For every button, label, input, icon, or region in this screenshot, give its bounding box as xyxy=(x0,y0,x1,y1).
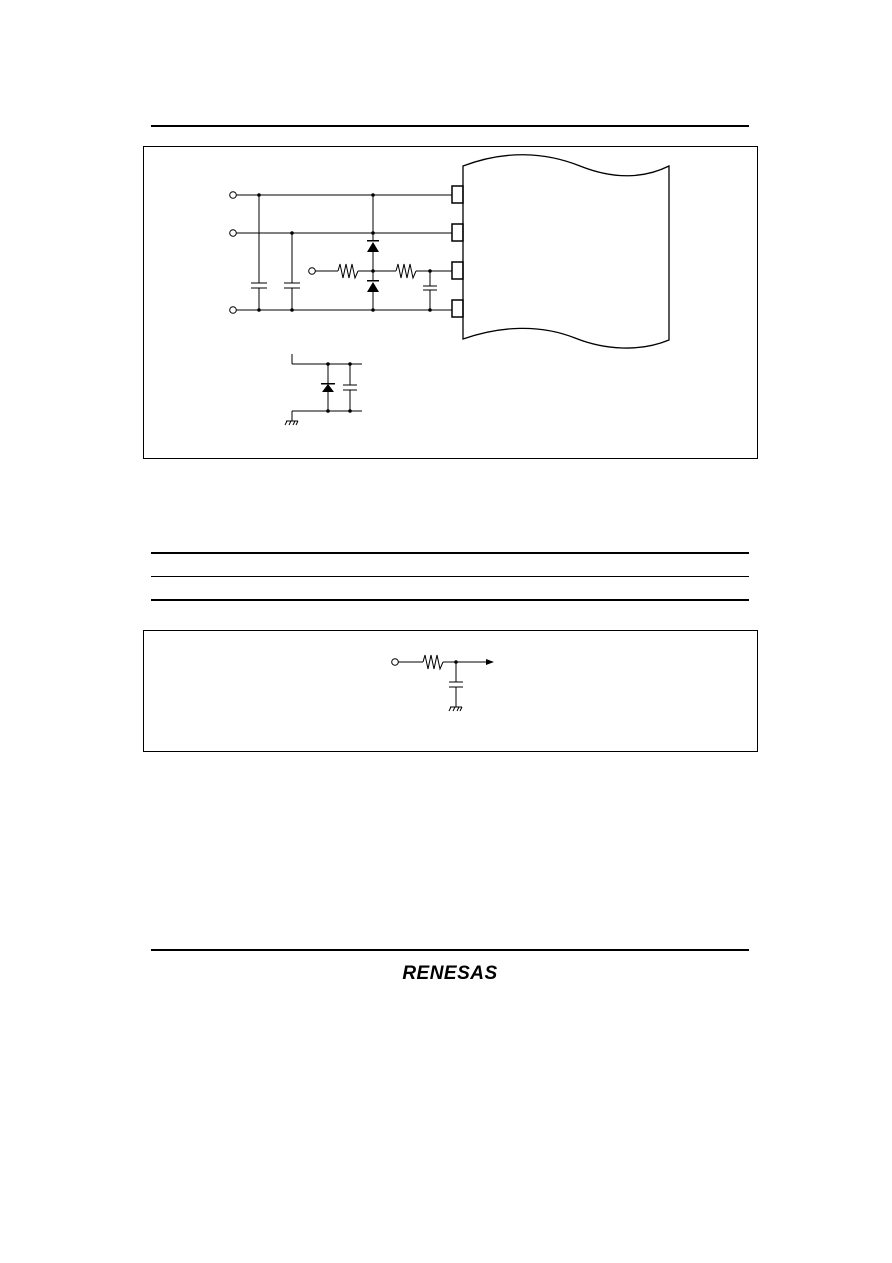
resistor-input xyxy=(337,263,359,280)
header-rule xyxy=(151,125,749,127)
table-middle-rule xyxy=(151,576,749,577)
footer-rule xyxy=(151,949,749,951)
diode-upper xyxy=(367,242,379,252)
filter-input-terminal xyxy=(391,658,399,666)
diode-lower xyxy=(367,282,379,292)
table-bottom-rule xyxy=(151,599,749,601)
renesas-logo: RENESAS xyxy=(380,962,520,986)
zener-diode xyxy=(322,384,334,392)
mcu-pin-4 xyxy=(451,299,464,318)
resistor-series xyxy=(395,263,417,280)
filter-resistor xyxy=(422,654,444,671)
filter-output-arrow xyxy=(486,659,494,665)
renesas-logo-text: RENESAS xyxy=(402,963,498,984)
table-top-rule xyxy=(151,552,749,554)
figure-rc-filter-frame xyxy=(143,630,758,752)
mcu-body-outline xyxy=(462,154,670,349)
figure-protection-circuit-frame xyxy=(143,146,758,459)
